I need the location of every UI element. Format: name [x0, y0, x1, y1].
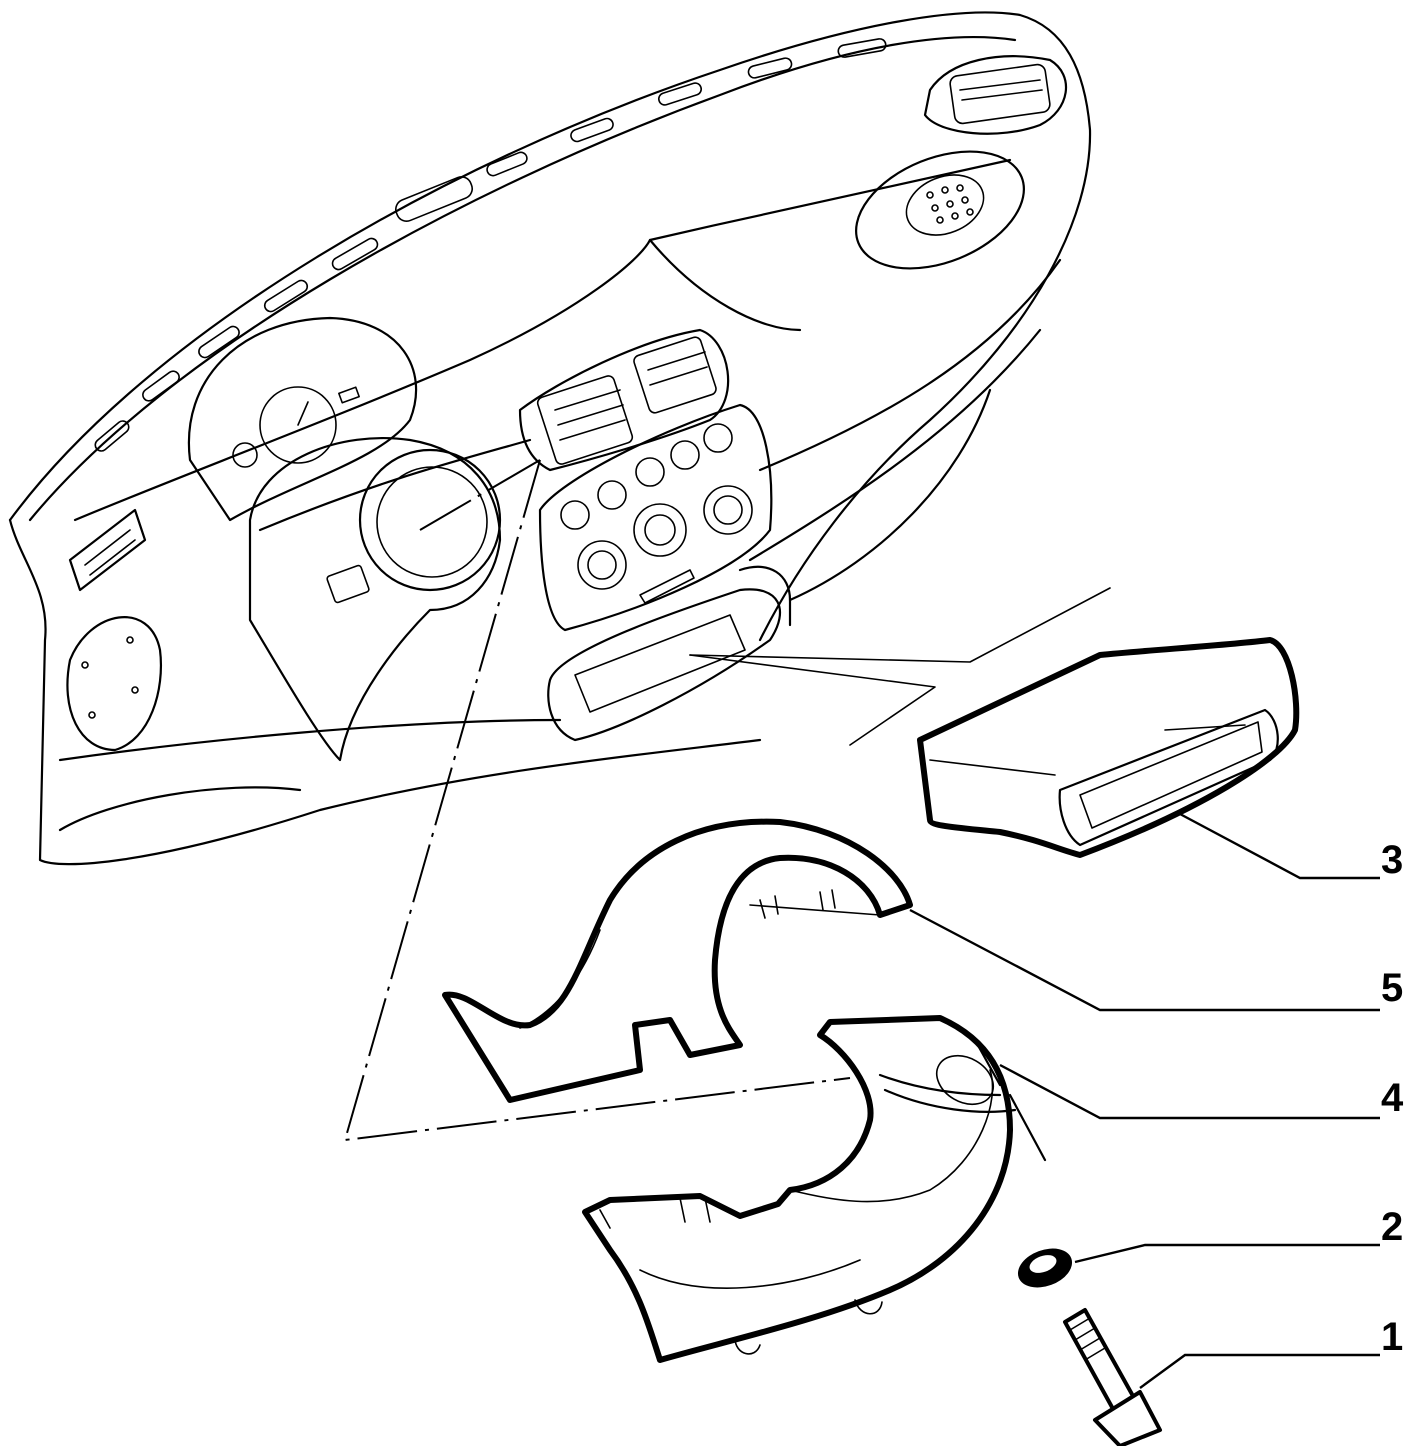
callout-2: 2: [1381, 1205, 1404, 1249]
callout-5: 5: [1381, 966, 1404, 1010]
lower-steering-shroud-icon: [582, 1015, 1013, 1363]
screw-icon: [1063, 1308, 1162, 1446]
callout-3: 3: [1381, 838, 1404, 882]
radio-pocket-icon: [917, 637, 1300, 858]
callout-4: 4: [1381, 1076, 1404, 1120]
leader-lines: [909, 812, 1380, 1389]
dashboard-icon: [8, 11, 1092, 866]
upper-steering-shroud-icon: [442, 818, 913, 1103]
washer-icon: [1017, 1248, 1073, 1288]
steering-column-icon: [878, 1038, 1047, 1162]
callout-1: 1: [1381, 1315, 1404, 1359]
assembly-lines: [343, 459, 1111, 1142]
